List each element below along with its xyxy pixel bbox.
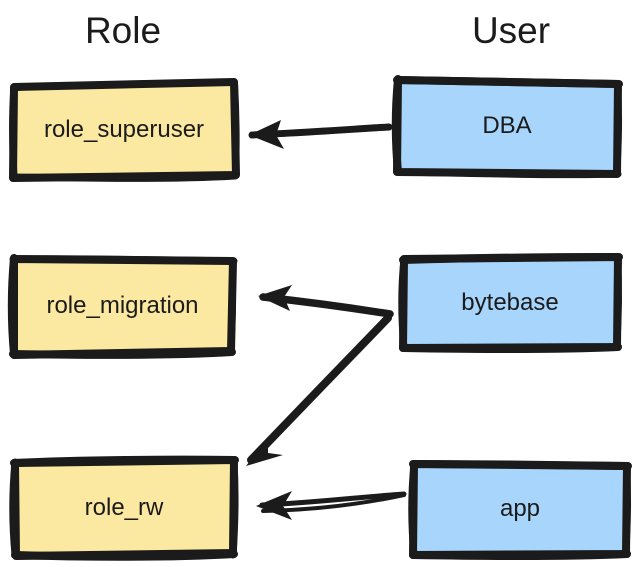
node-role-migration[interactable]: role_migration (7, 253, 238, 359)
node-shape-bytebase (398, 253, 623, 353)
node-role-superuser[interactable]: role_superuser (9, 78, 240, 182)
arrow-bytebase-to-role-rw (246, 314, 392, 466)
node-dba[interactable]: DBA (391, 74, 623, 179)
node-shape-app (408, 460, 632, 560)
arrow-bytebase-to-role-migration (258, 285, 394, 318)
arrow-app-to-role-rw (256, 491, 407, 520)
node-shape-role-migration (7, 254, 238, 359)
node-role-rw[interactable]: role_rw (9, 455, 239, 561)
column-header-user: User (471, 10, 551, 51)
column-header-role: Role (84, 10, 162, 51)
node-shape-role-rw (9, 455, 239, 561)
node-bytebase[interactable]: bytebase (398, 253, 623, 353)
node-shape-role-superuser (9, 78, 240, 182)
arrow-dba-to-role-superuser (248, 120, 393, 149)
node-shape-dba (391, 75, 623, 179)
node-app[interactable]: app (408, 458, 632, 560)
